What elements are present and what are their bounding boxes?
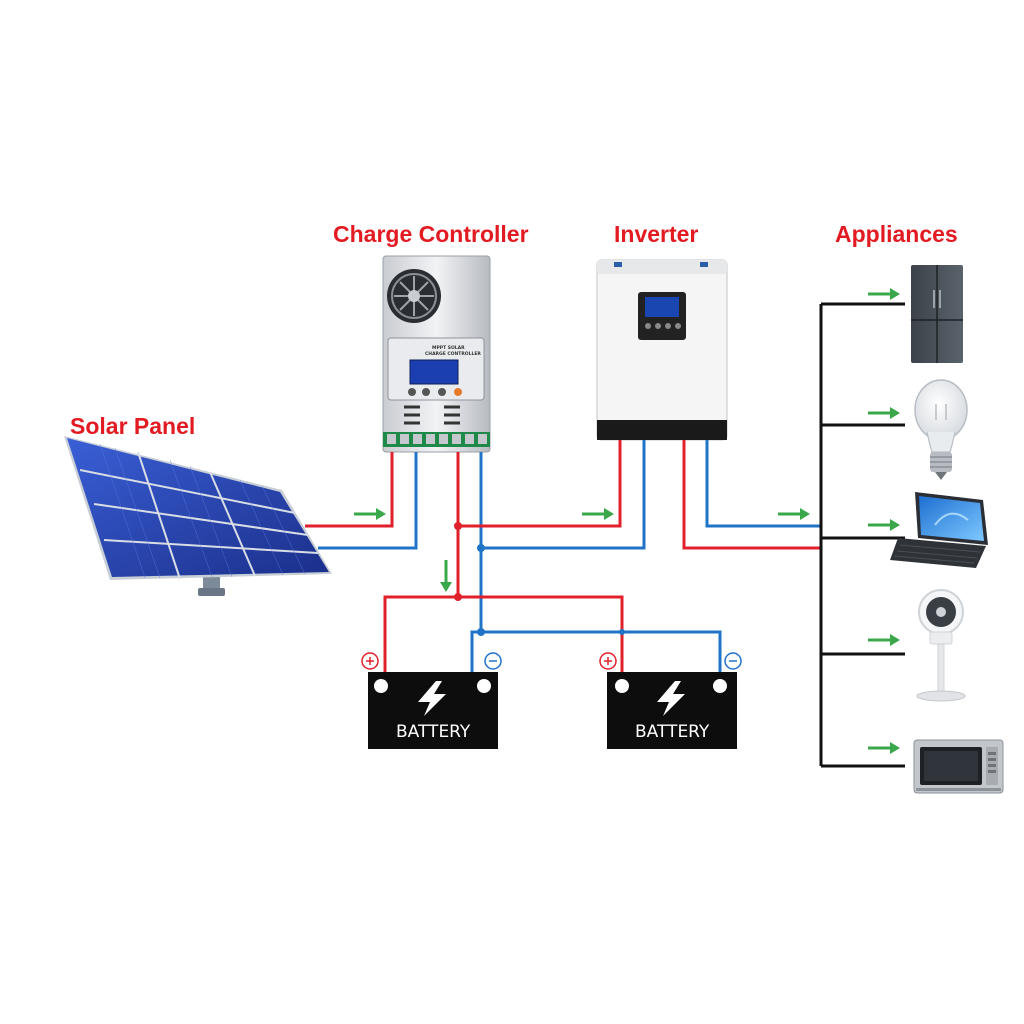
panel-negative-wire bbox=[318, 452, 418, 550]
junction-dots bbox=[454, 522, 625, 636]
flow-arrow-icon bbox=[868, 288, 900, 300]
battery1-negative-lead bbox=[470, 630, 481, 675]
inverter-icon bbox=[596, 259, 728, 441]
flow-arrow-icon bbox=[868, 407, 900, 419]
flow-arrow-icon bbox=[868, 519, 900, 531]
battery-positive-bus bbox=[383, 595, 624, 675]
tablet-keyboard-icon bbox=[890, 492, 988, 568]
solar-panel-icon bbox=[64, 436, 332, 596]
battery-1-label: BATTERY bbox=[396, 722, 471, 742]
inverter-positive-wire bbox=[458, 440, 622, 528]
negative-terminal-icon bbox=[724, 652, 742, 670]
flow-arrow-down-icon bbox=[440, 560, 452, 592]
appliances-label: Appliances bbox=[835, 221, 958, 247]
battery-1: BATTERY bbox=[361, 652, 502, 749]
flow-arrow-icon bbox=[868, 742, 900, 754]
refrigerator-icon bbox=[911, 265, 963, 363]
flow-arrows bbox=[354, 288, 900, 754]
flow-arrow-icon bbox=[354, 508, 386, 520]
light-bulb-icon bbox=[914, 379, 968, 480]
battery-negative-bus bbox=[481, 630, 722, 675]
lightning-icon bbox=[657, 681, 685, 716]
inverter-negative-wire bbox=[481, 440, 646, 550]
solar-panel-label: Solar Panel bbox=[70, 413, 195, 439]
inverter-label: Inverter bbox=[614, 221, 698, 247]
charge-controller-label: Charge Controller bbox=[333, 221, 529, 247]
flow-arrow-icon bbox=[868, 634, 900, 646]
wiring bbox=[305, 440, 820, 675]
flow-arrow-icon bbox=[582, 508, 614, 520]
negative-terminal-icon bbox=[484, 652, 502, 670]
lightning-icon bbox=[418, 681, 446, 716]
battery-2: BATTERY bbox=[599, 652, 742, 749]
battery-2-label: BATTERY bbox=[635, 722, 710, 742]
flow-arrow-icon bbox=[778, 508, 810, 520]
controller-screen-line1: MPPT SOLAR bbox=[432, 345, 465, 351]
inverter-output-red bbox=[682, 440, 820, 550]
inverter-output-blue bbox=[705, 440, 820, 528]
positive-terminal-icon bbox=[599, 652, 617, 670]
positive-terminal-icon bbox=[361, 652, 379, 670]
appliance-bus bbox=[819, 302, 905, 768]
controller-screen-line2: CHARGE CONTROLLER bbox=[425, 351, 481, 357]
microwave-icon bbox=[913, 739, 1004, 794]
standing-fan-icon bbox=[916, 589, 966, 702]
panel-positive-wire bbox=[305, 452, 394, 528]
charge-controller-icon: MPPT SOLAR CHARGE CONTROLLER bbox=[382, 255, 491, 453]
